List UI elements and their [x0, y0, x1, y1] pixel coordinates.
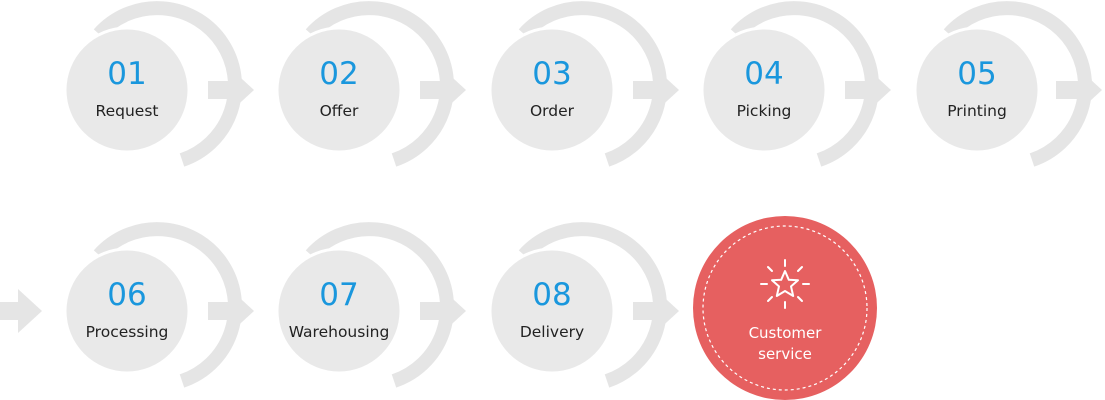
step-number: 08: [532, 277, 571, 313]
step-label: Order: [530, 102, 575, 120]
step-04: 04 Picking: [702, 8, 872, 160]
final-label-line1: Customer: [749, 324, 823, 342]
step-05: 05 Printing: [915, 8, 1085, 160]
final-step-customer-service: Customer service: [693, 216, 877, 400]
step-number: 05: [957, 56, 996, 92]
step-number: 06: [107, 277, 146, 313]
step-label: Request: [96, 102, 159, 120]
step-06: 06 Processing: [65, 229, 235, 381]
step-number: 01: [107, 56, 146, 92]
step-number: 02: [319, 56, 358, 92]
step-label: Offer: [320, 102, 359, 120]
step-07: 07 Warehousing: [277, 229, 447, 381]
step-01: 01 Request: [65, 8, 235, 160]
step-label: Processing: [86, 323, 169, 341]
step-02: 02 Offer: [277, 8, 447, 160]
step-label: Picking: [737, 102, 792, 120]
step-number: 04: [744, 56, 783, 92]
step-label: Warehousing: [289, 323, 390, 341]
final-label-line2: service: [758, 345, 812, 363]
step-number: 03: [532, 56, 571, 92]
connector-arrow: [0, 289, 42, 333]
step-08: 08 Delivery: [490, 229, 660, 381]
step-label: Printing: [947, 102, 1007, 120]
star-icon: [760, 259, 810, 309]
step-03: 03 Order: [490, 8, 660, 160]
step-number: 07: [319, 277, 358, 313]
step-label: Delivery: [520, 323, 584, 341]
